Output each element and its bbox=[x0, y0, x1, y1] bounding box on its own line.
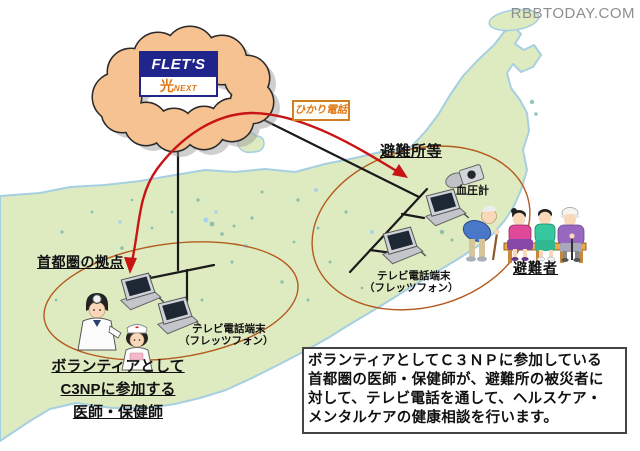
description-line3: 対して、テレビ電話を通して、ヘルスケア・ bbox=[308, 391, 602, 407]
watermark: RBBTODAY.COM bbox=[510, 5, 635, 22]
base-region-ellipse bbox=[43, 241, 299, 361]
shelter-region-ellipse bbox=[311, 145, 531, 311]
evacuees-label: 避難者 bbox=[513, 260, 558, 276]
description-line1: ボランティアとしてＣ３ＮＰに参加している bbox=[308, 353, 602, 369]
description-line2: 首都圏の医師・保健師が、避難所の被災者に bbox=[308, 372, 604, 388]
evacuees-figures bbox=[462, 205, 587, 263]
base-caption-line1: ボランティアとして bbox=[51, 358, 185, 375]
next-text: NEXT bbox=[173, 84, 198, 93]
bp-meter-icon bbox=[445, 164, 485, 189]
base-title: 首都圏の拠点 bbox=[37, 254, 124, 270]
shelter-terminal-label-line2: （フレッツフォン） bbox=[364, 282, 459, 294]
map-speckles bbox=[54, 99, 538, 302]
hikari-glyph: 光 bbox=[159, 78, 174, 94]
base-caption: ボランティアとして C3NPに参加する 医師・保健師 bbox=[36, 355, 200, 424]
flets-hikari-next-logo: FLET'S 光NEXT bbox=[139, 51, 218, 97]
description-line4: メンタルケアの健康相談を行います。 bbox=[308, 410, 559, 426]
hikari-next-logo-text: 光NEXT bbox=[141, 77, 216, 95]
north-island bbox=[488, 8, 540, 32]
doctor-figure bbox=[77, 293, 122, 351]
base-terminal-label-line1: テレビ電話端末 bbox=[192, 323, 266, 335]
bp-meter-label: 血圧計 bbox=[456, 185, 489, 197]
shelter-title: 避難所等 bbox=[380, 143, 443, 160]
base-terminal-label-line2: （フレッツフォン） bbox=[179, 335, 274, 347]
shelter-terminal-label-line1: テレビ電話端末 bbox=[377, 270, 451, 282]
base-caption-line2: C3NPに参加する bbox=[60, 381, 176, 398]
red-connection-arrow bbox=[124, 111, 408, 274]
description-box: ボランティアとしてＣ３ＮＰに参加している 首都圏の医師・保健師が、避難所の被災者… bbox=[302, 347, 627, 434]
hikari-denwa-label: ひかり電話 bbox=[292, 100, 350, 121]
base-caption-line3: 医師・保健師 bbox=[72, 404, 163, 421]
nurse-figure bbox=[121, 324, 153, 371]
flets-logo-text: FLET'S bbox=[141, 53, 216, 77]
